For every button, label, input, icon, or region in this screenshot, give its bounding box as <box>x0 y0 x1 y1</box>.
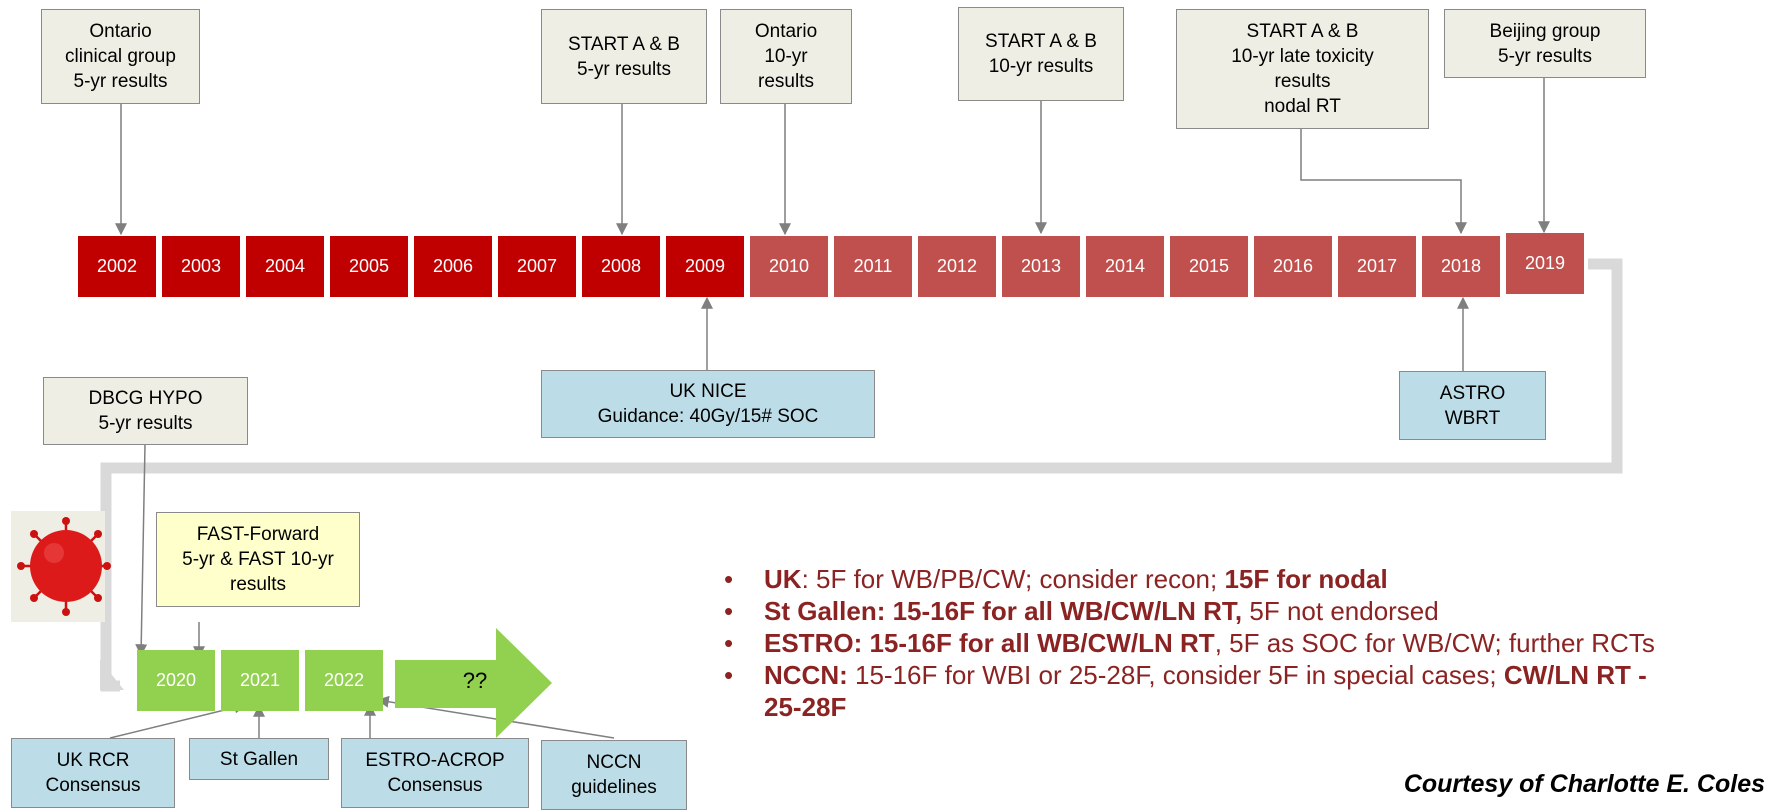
bullet-bold-2: 15F for nodal <box>1224 564 1387 594</box>
bullet-marker: • <box>718 595 764 627</box>
bullet-marker: • <box>718 627 764 659</box>
start-ab-10yr-box: START A & B 10-yr results <box>958 7 1124 101</box>
year-cell-2021: 2021 <box>221 650 299 711</box>
bullet-item-st-gallen: • St Gallen: 15-16F for all WB/CW/LN RT,… <box>718 595 1778 627</box>
year-cell-2018: 2018 <box>1422 236 1500 297</box>
bullet-bold: St Gallen: 15-16F for all WB/CW/LN RT, <box>764 596 1242 626</box>
estro-acrop-consensus-box: ESTRO-ACROP Consensus <box>341 738 529 808</box>
bullet-text: 5F not endorsed <box>1242 596 1439 626</box>
uk-nice-box: UK NICE Guidance: 40Gy/15# SOC <box>541 370 875 438</box>
year-cell-2015: 2015 <box>1170 236 1248 297</box>
bullet-text: 15-16F for WBI or 25-28F, consider 5F in… <box>848 660 1504 690</box>
year-cell-2022: 2022 <box>305 650 383 711</box>
bullet-continuation: 25-28F <box>764 692 846 722</box>
bullet-bold-2: CW/LN RT - <box>1504 660 1647 690</box>
year-cell-2013: 2013 <box>1002 236 1080 297</box>
bullet-marker: • <box>718 563 764 595</box>
year-cell-2002: 2002 <box>78 236 156 297</box>
year-cell-2012: 2012 <box>918 236 996 297</box>
bullet-bold: ESTRO: 15-16F for all WB/CW/LN RT <box>764 628 1215 658</box>
year-cell-2020: 2020 <box>137 650 215 711</box>
beijing-group-box: Beijing group 5-yr results <box>1444 9 1646 78</box>
bullet-marker: • <box>718 659 764 723</box>
ontario-clinical-5yr-box: Ontario clinical group 5-yr results <box>41 9 200 104</box>
arrow-start-late-tox <box>1301 129 1461 233</box>
bullet-item-estro: • ESTRO: 15-16F for all WB/CW/LN RT, 5F … <box>718 627 1778 659</box>
year-cell-2004: 2004 <box>246 236 324 297</box>
fast-forward-box: FAST-Forward 5-yr & FAST 10-yr results <box>156 512 360 607</box>
guidelines-bullet-list: • UK: 5F for WB/PB/CW; consider recon; 1… <box>718 563 1778 723</box>
bullet-item-nccn: • NCCN: 15-16F for WBI or 25-28F, consid… <box>718 659 1778 723</box>
year-cell-2006: 2006 <box>414 236 492 297</box>
nccn-guidelines-box: NCCN guidelines <box>541 740 687 810</box>
courtesy-credit: Courtesy of Charlotte E. Coles <box>1100 770 1765 799</box>
year-cell-2019: 2019 <box>1506 233 1584 294</box>
bullet-bold: NCCN: <box>764 660 848 690</box>
arrow-dbcg <box>141 445 145 655</box>
year-cell-2014: 2014 <box>1086 236 1164 297</box>
bullet-text: : 5F for WB/PB/CW; consider recon; <box>802 564 1225 594</box>
st-gallen-box: St Gallen <box>189 738 329 780</box>
year-cell-2009: 2009 <box>666 236 744 297</box>
year-cell-2007: 2007 <box>498 236 576 297</box>
uk-rcr-consensus-box: UK RCR Consensus <box>11 738 175 808</box>
year-cell-2016: 2016 <box>1254 236 1332 297</box>
astro-wbrt-box: ASTRO WBRT <box>1399 371 1546 440</box>
year-cell-2010: 2010 <box>750 236 828 297</box>
bullet-text: , 5F as SOC for WB/CW; further RCTs <box>1215 628 1655 658</box>
bullet-item-uk: • UK: 5F for WB/PB/CW; consider recon; 1… <box>718 563 1778 595</box>
dbcg-hypo-box: DBCG HYPO 5-yr results <box>43 377 248 445</box>
year-cell-2008: 2008 <box>582 236 660 297</box>
timeline-wrap-arrowhead <box>100 660 124 690</box>
year-cell-2005: 2005 <box>330 236 408 297</box>
year-cell-2003: 2003 <box>162 236 240 297</box>
bullet-bold: UK <box>764 564 802 594</box>
year-cell-2017: 2017 <box>1338 236 1416 297</box>
coronavirus-icon <box>11 511 111 622</box>
start-ab-5yr-box: START A & B 5-yr results <box>541 9 707 104</box>
future-arrow-label: ?? <box>440 666 510 696</box>
ontario-10yr-box: Ontario 10-yr results <box>720 9 852 104</box>
year-cell-2011: 2011 <box>834 236 912 297</box>
start-ab-late-toxicity-box: START A & B 10-yr late toxicity results … <box>1176 9 1429 129</box>
